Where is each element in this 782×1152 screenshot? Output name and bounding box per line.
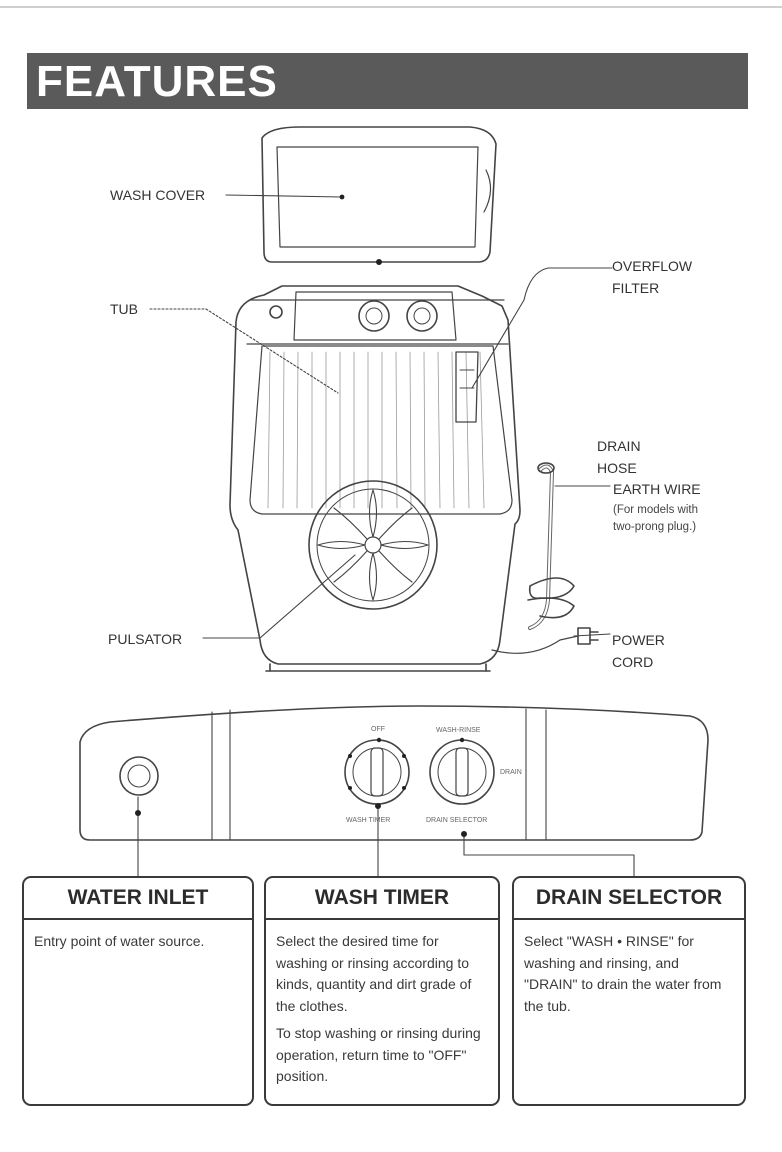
overflow-filter-label: OVERFLOW FILTER — [612, 258, 693, 296]
wash-rinse-label: WASH-RINSE — [436, 727, 481, 734]
earth-wire-label: EARTH WIRE — [613, 481, 701, 497]
wash-cover-illustration — [261, 126, 497, 263]
drain-selector-box: DRAIN SELECTOR Select "WASH • RINSE" for… — [512, 876, 746, 1106]
pulsator-illustration — [308, 480, 438, 610]
earth-wire-note: (For models with two-prong plug.) — [613, 504, 698, 533]
wash-timer-title: WASH TIMER — [266, 878, 498, 920]
wash-timer-body: Select the desired time for washing or r… — [276, 933, 481, 1084]
drain-dial-label: DRAIN — [500, 769, 522, 776]
washer-body-illustration — [229, 285, 521, 672]
pulsator-label: PULSATOR — [108, 631, 183, 647]
drain-selector-panel-label: DRAIN SELECTOR — [426, 817, 487, 824]
drain-hose-illustration — [491, 462, 599, 654]
tub-label: TUB — [110, 301, 138, 317]
wash-cover-label: WASH COVER — [110, 187, 206, 203]
drain-selector-body: Select "WASH • RINSE" for washing and ri… — [524, 933, 722, 1014]
power-cord-label: POWER CORD — [612, 632, 665, 670]
features-header: FEATURES — [27, 53, 748, 109]
water-inlet-box: WATER INLET Entry point of water source. — [22, 876, 254, 1106]
control-panel-illustration — [79, 705, 709, 841]
drain-hose-label: DRAIN HOSE — [597, 438, 641, 476]
page-title: FEATURES — [36, 57, 278, 106]
timer-off-label: OFF — [371, 726, 385, 733]
drain-selector-title: DRAIN SELECTOR — [514, 878, 744, 920]
leader-lines — [137, 194, 635, 877]
water-inlet-body: Entry point of water source. — [34, 933, 205, 949]
wash-timer-panel-label: WASH TIMER — [346, 817, 390, 824]
top-rule — [0, 6, 782, 8]
water-inlet-title: WATER INLET — [24, 878, 252, 920]
wash-timer-box: WASH TIMER Select the desired time for w… — [264, 876, 500, 1106]
